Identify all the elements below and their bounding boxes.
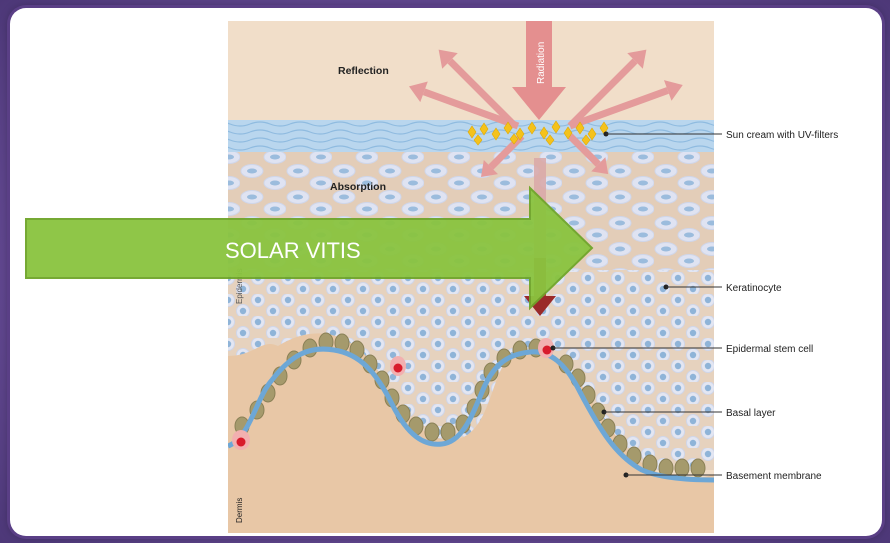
dermis-region	[228, 333, 714, 533]
absorption-label: Absorption	[330, 181, 386, 193]
callout-basement-membrane-label: Basement membrane	[726, 471, 822, 482]
epidermal-stem-cells	[232, 338, 554, 450]
basement-membrane	[228, 346, 714, 483]
callout-basement-membrane: Basement membrane	[623, 471, 822, 482]
callout-keratinocyte-label: Keratinocyte	[726, 283, 782, 294]
radiation-label: Radiation	[536, 42, 547, 84]
skin-cross-section: Reflection Absorption Radiation Dermis E…	[228, 21, 714, 533]
solar-vitis-arrow: SOLAR VITIS	[25, 185, 594, 311]
uv-filter-particles	[467, 120, 609, 146]
epidermis-label: Epidermis	[235, 268, 244, 304]
callout-keratinocyte: Keratinocyte	[663, 283, 782, 294]
reflection-arrows	[408, 49, 683, 178]
callout-basal-layer-label: Basal layer	[726, 408, 776, 419]
radiation-arrow	[512, 21, 566, 120]
callout-stem-cell: Epidermal stem cell	[550, 344, 813, 355]
reflection-label: Reflection	[338, 65, 389, 77]
solar-vitis-text: SOLAR VITIS	[225, 238, 361, 263]
callout-sun-cream: Sun cream with UV-filters	[603, 130, 838, 141]
callouts: Sun cream with UV-filters Keratinocyte E…	[550, 130, 838, 482]
slide-frame: Reflection Absorption Radiation Dermis E…	[10, 8, 882, 536]
skin-diagram: Reflection Absorption Radiation Dermis E…	[25, 21, 838, 533]
callout-sun-cream-label: Sun cream with UV-filters	[726, 130, 838, 141]
callout-stem-cell-label: Epidermal stem cell	[726, 344, 813, 355]
dermis-label: Dermis	[235, 498, 244, 523]
callout-basal-layer: Basal layer	[601, 408, 776, 419]
